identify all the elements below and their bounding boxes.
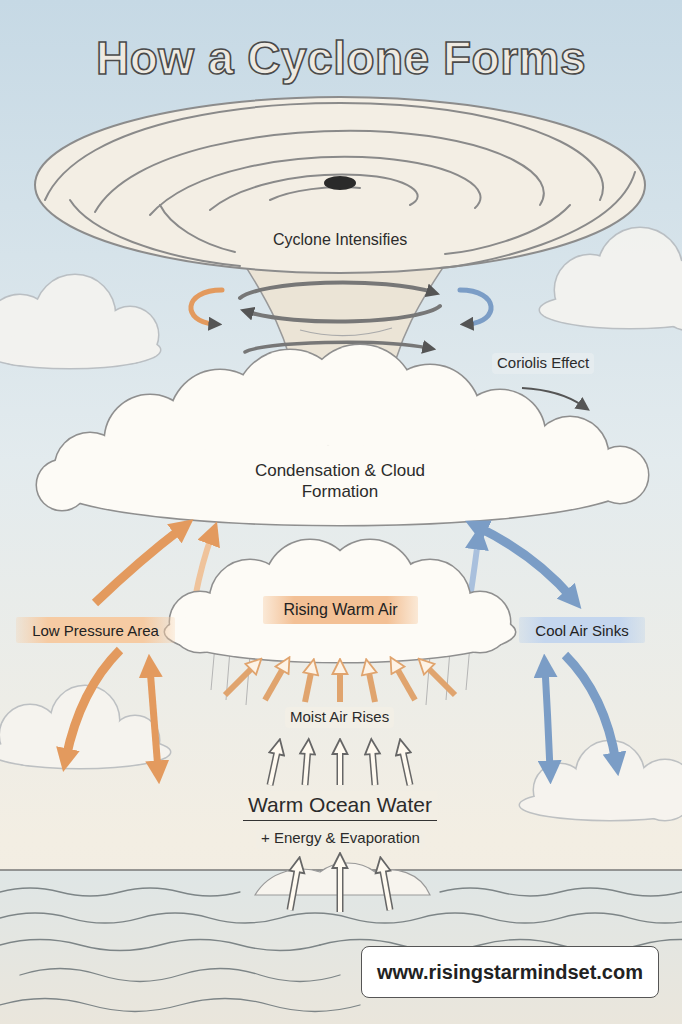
cyclone-spiral xyxy=(35,97,645,273)
side-air-arrows xyxy=(66,527,616,770)
low-cloud xyxy=(165,540,515,662)
source-label: Warm Ocean Water xyxy=(243,791,437,821)
ocean xyxy=(0,863,682,1024)
stage-label: Cyclone Intensifies xyxy=(268,229,412,251)
website-box: www.risingstarmindset.com xyxy=(361,946,659,998)
rotation-arrows xyxy=(191,282,491,352)
rising-arrows-lower xyxy=(270,748,410,785)
node-text: Low Pressure Area xyxy=(32,622,159,639)
stage-label: Moist Air Rises xyxy=(285,707,394,728)
node-text: www.risingstarmindset.com xyxy=(377,961,643,984)
node-text: Rising Warm Air xyxy=(283,601,397,619)
node-text: Cool Air Sinks xyxy=(535,622,628,639)
rising-arrows-upper xyxy=(225,665,455,702)
condensation-cloud xyxy=(37,345,648,525)
stage-label: Condensation & Cloud Formation xyxy=(235,459,445,504)
background-clouds xyxy=(0,228,682,820)
warm-air-band: Rising Warm Air xyxy=(263,596,418,624)
effect-label: Coriolis Effect xyxy=(492,353,594,374)
evaporation-arrows xyxy=(290,862,390,912)
diagram-title: How a Cyclone Forms xyxy=(96,31,586,85)
source-note: + Energy & Evaporation xyxy=(256,828,425,849)
pressure-band: Low Pressure Area xyxy=(16,617,175,643)
cool-air-band: Cool Air Sinks xyxy=(519,617,645,643)
